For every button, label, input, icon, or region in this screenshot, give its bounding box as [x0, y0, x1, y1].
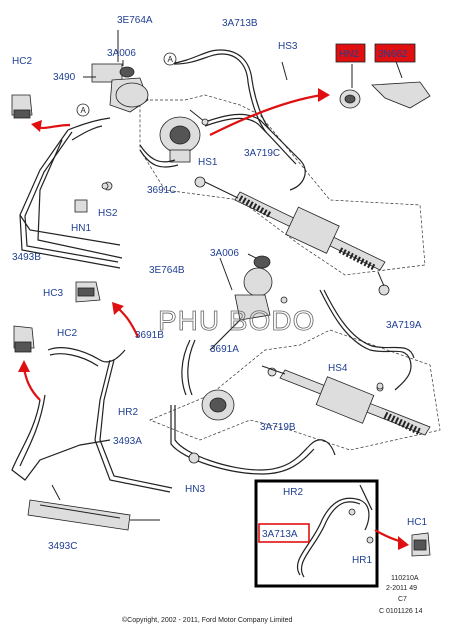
hose-3691b	[181, 339, 196, 396]
label-hc3: HC3	[43, 288, 63, 299]
label-3691b: 3691B	[135, 330, 164, 341]
arrow-to-hc3	[112, 302, 139, 338]
label-3493c: 3493C	[48, 541, 77, 552]
hose-3a713b	[169, 49, 271, 131]
label-hs2: HS2	[98, 208, 118, 219]
top-section-outline	[139, 94, 426, 276]
arrow-to-hc1	[374, 529, 409, 550]
label-3493b: 3493B	[12, 252, 41, 263]
nut-hn3	[188, 452, 200, 464]
footer-ref-1: 110210A	[391, 575, 419, 582]
highlight-3n662	[374, 43, 416, 63]
steering-rack-top	[194, 176, 390, 296]
pump-top	[159, 116, 201, 163]
watermark: PHU BODO	[158, 305, 315, 336]
steering-rack-bottom	[261, 365, 431, 436]
label-hr2-box: HR2	[283, 487, 303, 498]
footer-ref-3: C7	[398, 596, 407, 603]
hose-3a719b	[174, 405, 336, 471]
footer-ref-2: 2-2011 49	[386, 585, 417, 592]
arrow-to-hc2-bottom	[18, 360, 41, 401]
label-hs1: HS1	[198, 157, 218, 168]
hose-3a719c	[204, 113, 306, 191]
label-3e764a: 3E764A	[117, 15, 153, 26]
label-3n662: 3N662	[378, 49, 408, 60]
footer-ref-4: C 0101126 14	[379, 608, 423, 615]
arrow-to-hn2	[209, 88, 330, 136]
bolt-hs2	[101, 182, 109, 190]
label-3691a: 3691A	[210, 344, 239, 355]
hose-3691a	[209, 319, 241, 351]
clip-hc3	[75, 281, 101, 303]
hose-3a713a	[296, 484, 374, 578]
label-3691c: 3691C	[147, 185, 176, 196]
highlight-hn2	[335, 43, 366, 63]
label-3e764b: 3E764B	[149, 265, 185, 276]
hose-3a719a	[319, 289, 412, 391]
label-hc2-top: HC2	[12, 56, 32, 67]
hose-3691c	[139, 144, 179, 168]
cooler-3493c	[27, 484, 160, 531]
label-hr1: HR1	[352, 555, 372, 566]
copyright: ©Copyright, 2002 - 2011, Ford Motor Comp…	[122, 616, 292, 624]
label-3a713b: 3A713B	[222, 18, 258, 29]
label-3493a: 3493A	[113, 436, 142, 447]
bolt-hs1	[201, 118, 209, 126]
cooler-lines-3493b	[19, 117, 123, 269]
label-hc1: HC1	[407, 517, 427, 528]
label-3a719a: 3A719A	[386, 320, 422, 331]
reservoir-bottom	[219, 253, 288, 321]
arrow-to-hc2-top	[31, 120, 71, 132]
cooler-lines-bottom	[11, 347, 173, 493]
marker-a-top-text: A	[168, 55, 174, 64]
bolt-hs4	[376, 382, 384, 390]
label-hs3: HS3	[278, 41, 298, 52]
marker-a-top: A	[163, 52, 177, 66]
bracket-hn2	[339, 55, 431, 109]
highlight-3a713a	[258, 523, 310, 543]
label-3a719c: 3A719C	[244, 148, 280, 159]
label-3a006-top: 3A006	[107, 48, 136, 59]
label-hs4: HS4	[328, 363, 348, 374]
marker-a-left-text: A	[81, 106, 87, 115]
label-hn2: HN2	[339, 49, 359, 60]
label-hn3: HN3	[185, 484, 205, 495]
label-3a006-mid: 3A006	[210, 248, 239, 259]
reservoir-top	[83, 30, 149, 113]
inset-box	[254, 479, 379, 588]
label-3a719b: 3A719B	[260, 422, 296, 433]
marker-a-left: A	[76, 103, 90, 117]
label-3490: 3490	[53, 72, 76, 83]
label-hn1: HN1	[71, 223, 91, 234]
bottom-section-outline	[149, 329, 441, 451]
label-hc2-mid: HC2	[57, 328, 77, 339]
pump-bottom	[201, 389, 235, 421]
label-3a713a: 3A713A	[262, 529, 298, 540]
label-hr2-left: HR2	[118, 407, 138, 418]
clip-hc2-bottom	[13, 325, 35, 353]
clip-hc2-top	[11, 94, 33, 119]
clip-hc1	[411, 532, 431, 557]
